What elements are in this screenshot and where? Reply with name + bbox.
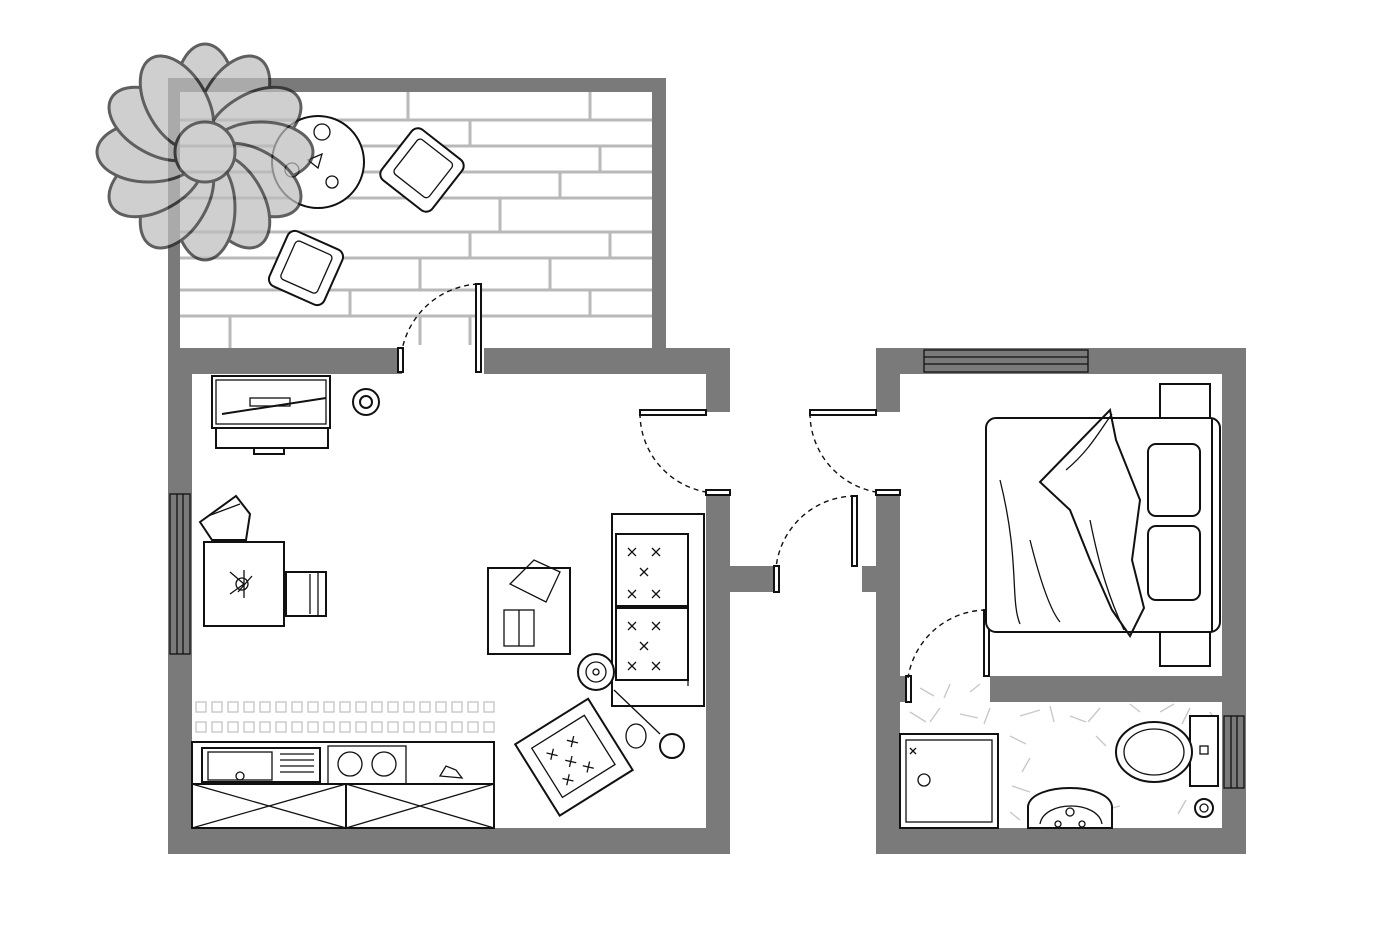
toilet [1115,715,1219,787]
shower [899,733,999,829]
doors [397,283,990,703]
windows [169,349,1245,789]
double-bed [985,407,1221,638]
openings [402,345,990,854]
kitchen-counter [191,741,495,829]
kitchen-tiles [195,701,495,733]
washbasin [1027,787,1113,829]
cooktop [327,745,407,785]
chair [198,494,252,541]
nightstand [1159,631,1211,667]
armchair [513,697,635,817]
floor-drain [1194,798,1214,818]
kettle [438,765,464,779]
bathroom [899,683,1219,829]
bedroom [985,383,1221,667]
nightstand [1159,383,1211,419]
floor-lamp-small [613,689,685,759]
sink [201,747,321,783]
armchair [267,229,345,307]
sofa [611,513,705,707]
side-lamp [577,653,615,691]
floor-lamp [352,388,380,416]
tree [95,42,315,262]
chair [285,571,327,617]
coffee-table [487,559,571,655]
living-kitchen [191,375,705,829]
armchair [379,127,465,213]
tv-unit [211,375,331,455]
dining-table [203,541,285,627]
